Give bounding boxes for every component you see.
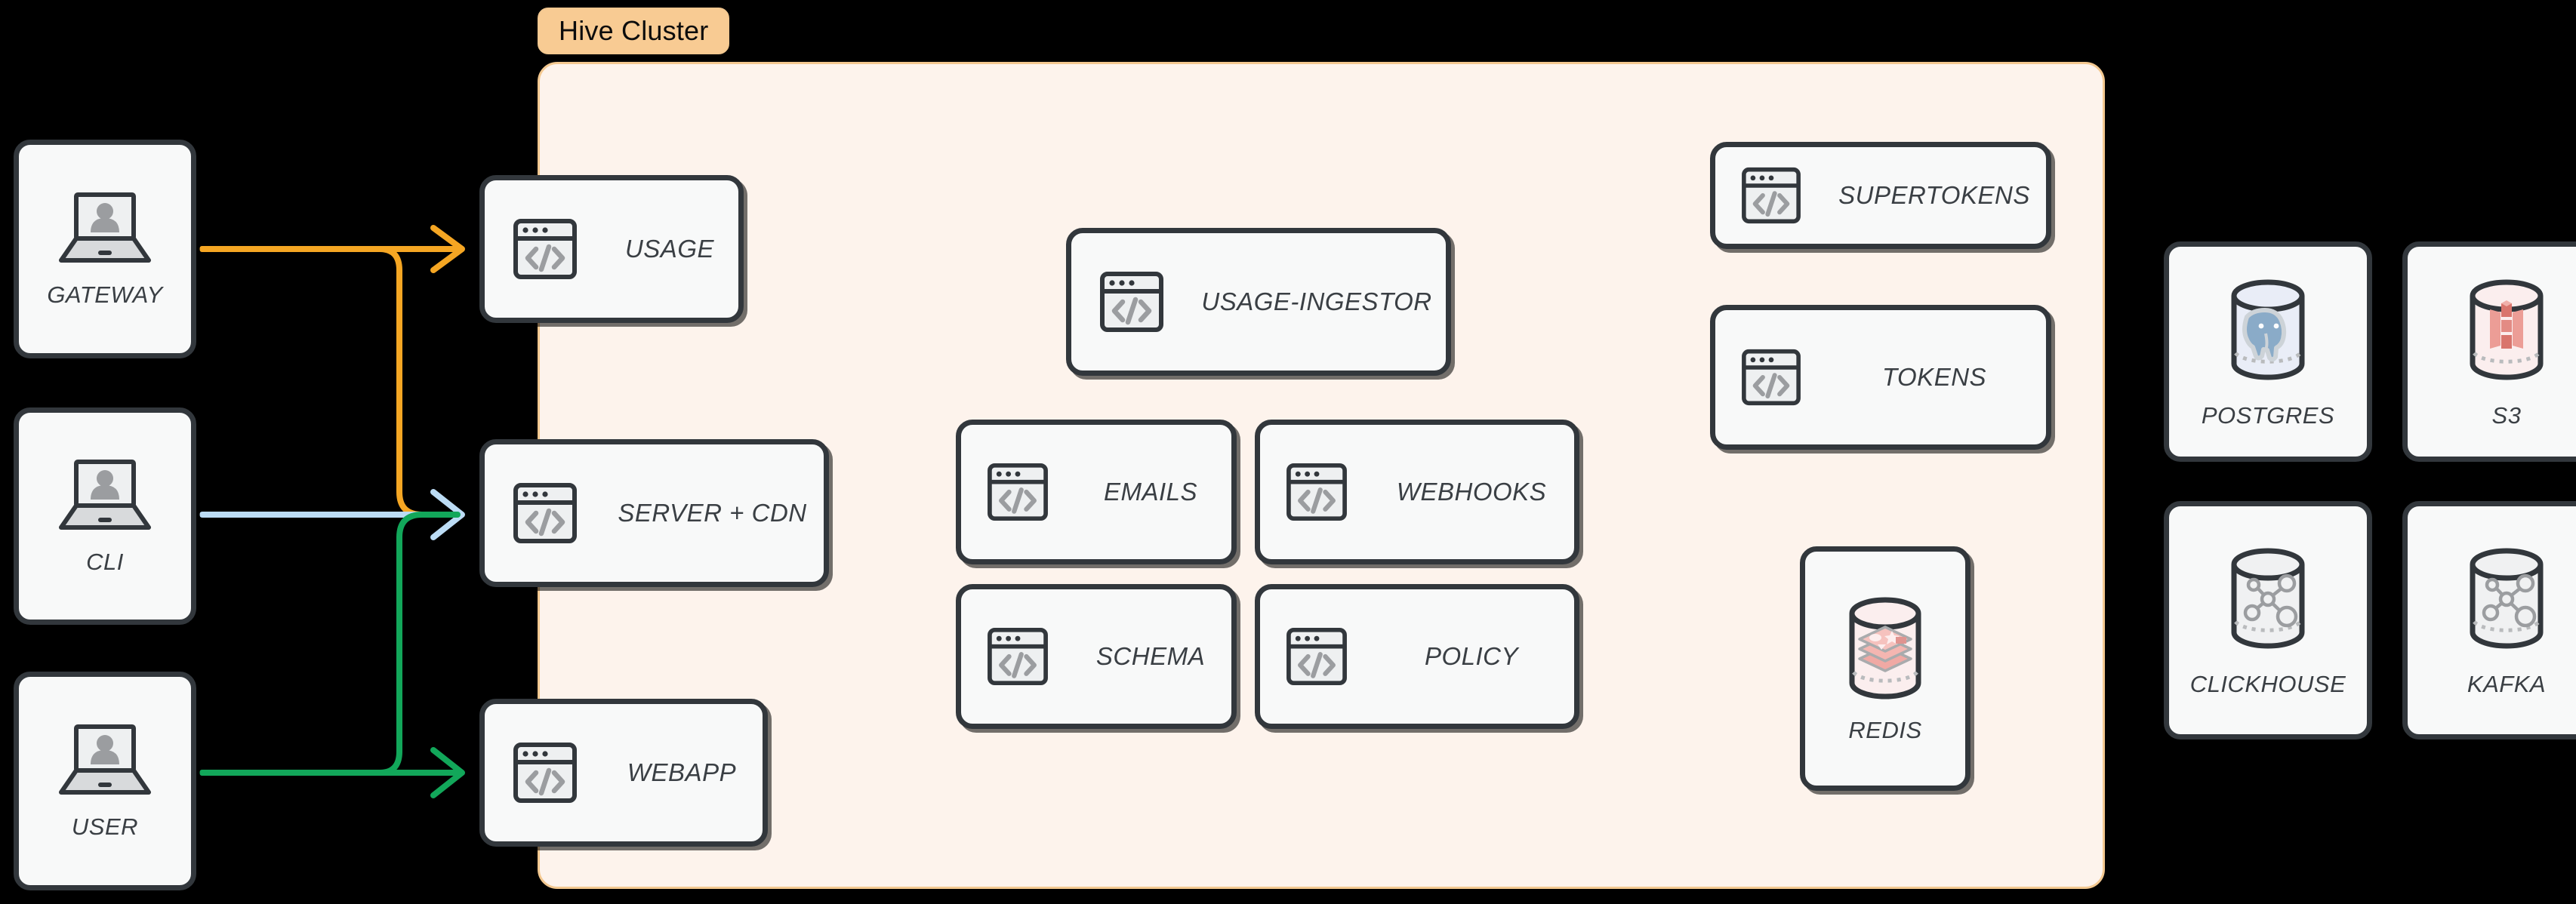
node-label: CLICKHOUSE [2189, 670, 2346, 697]
node-label: POLICY [1424, 642, 1519, 670]
edge-cli-to-server-cdn [199, 489, 465, 540]
node-webhooks[interactable]: WEBHOOKS [1255, 420, 1579, 564]
hive-cluster-badge-label: Hive Cluster [538, 8, 730, 54]
code-window-icon [485, 742, 605, 804]
code-window-icon [485, 482, 605, 544]
code-window-icon [1071, 271, 1192, 333]
node-s3[interactable]: S3 [2402, 241, 2576, 462]
edge-gateway-to-server-cdn [199, 246, 462, 518]
node-label: KAFKA [2467, 670, 2547, 697]
node-label: GATEWAY [47, 281, 163, 308]
laptop-user-icon [57, 722, 153, 803]
node-supertokens[interactable]: SUPERTOKENS [1710, 142, 2051, 249]
node-label: S3 [2491, 401, 2522, 429]
node-label: SUPERTOKENS [1838, 181, 2030, 209]
node-policy[interactable]: POLICY [1255, 584, 1579, 729]
node-label: WEBHOOKS [1396, 478, 1547, 506]
node-tokens[interactable]: TOKENS [1710, 305, 2051, 450]
edge-gateway-to-usage [199, 225, 465, 273]
code-window-icon [1715, 349, 1827, 406]
node-label: POSTGRES [2201, 401, 2335, 429]
node-kafka[interactable]: KAFKA [2402, 501, 2576, 739]
node-user[interactable]: USER [14, 672, 196, 890]
node-label: CLI [86, 548, 124, 575]
node-schema[interactable]: SCHEMA [956, 584, 1237, 729]
node-label: USAGE [624, 235, 715, 263]
generic-database-icon [2456, 543, 2557, 660]
edge-user-to-webapp [199, 747, 465, 798]
node-cli[interactable]: CLI [14, 407, 196, 625]
laptop-user-icon [57, 190, 153, 271]
code-window-icon [1260, 627, 1373, 686]
code-window-icon [485, 218, 605, 280]
s3-database-icon [2456, 275, 2557, 392]
code-window-icon [961, 463, 1074, 521]
node-label: USER [71, 813, 139, 840]
laptop-user-icon [57, 457, 153, 538]
postgres-database-icon [2217, 275, 2319, 392]
edge-user-to-server-cdn [199, 512, 461, 776]
node-label: TOKENS [1881, 363, 1987, 391]
node-clickhouse[interactable]: CLICKHOUSE [2164, 501, 2372, 739]
node-usage-ingestor[interactable]: USAGE-INGESTOR [1066, 228, 1451, 376]
node-postgres[interactable]: POSTGRES [2164, 241, 2372, 462]
code-window-icon [1260, 463, 1373, 521]
node-label: WEBAPP [627, 758, 737, 786]
generic-database-icon [2217, 543, 2319, 660]
node-label: SERVER + CDN [618, 499, 807, 527]
node-label: REDIS [1848, 716, 1922, 743]
code-window-icon [1715, 167, 1827, 224]
node-redis[interactable]: REDIS [1800, 546, 1971, 791]
node-gateway[interactable]: GATEWAY [14, 140, 196, 358]
node-emails[interactable]: EMAILS [956, 420, 1237, 564]
node-label: USAGE-INGESTOR [1201, 287, 1432, 315]
node-label: SCHEMA [1095, 642, 1206, 670]
code-window-icon [961, 627, 1074, 686]
node-usage[interactable]: USAGE [479, 175, 744, 323]
redis-database-icon [1837, 594, 1934, 706]
node-label: EMAILS [1103, 478, 1198, 506]
node-server-cdn[interactable]: SERVER + CDN [479, 439, 829, 587]
node-webapp[interactable]: WEBAPP [479, 699, 768, 847]
